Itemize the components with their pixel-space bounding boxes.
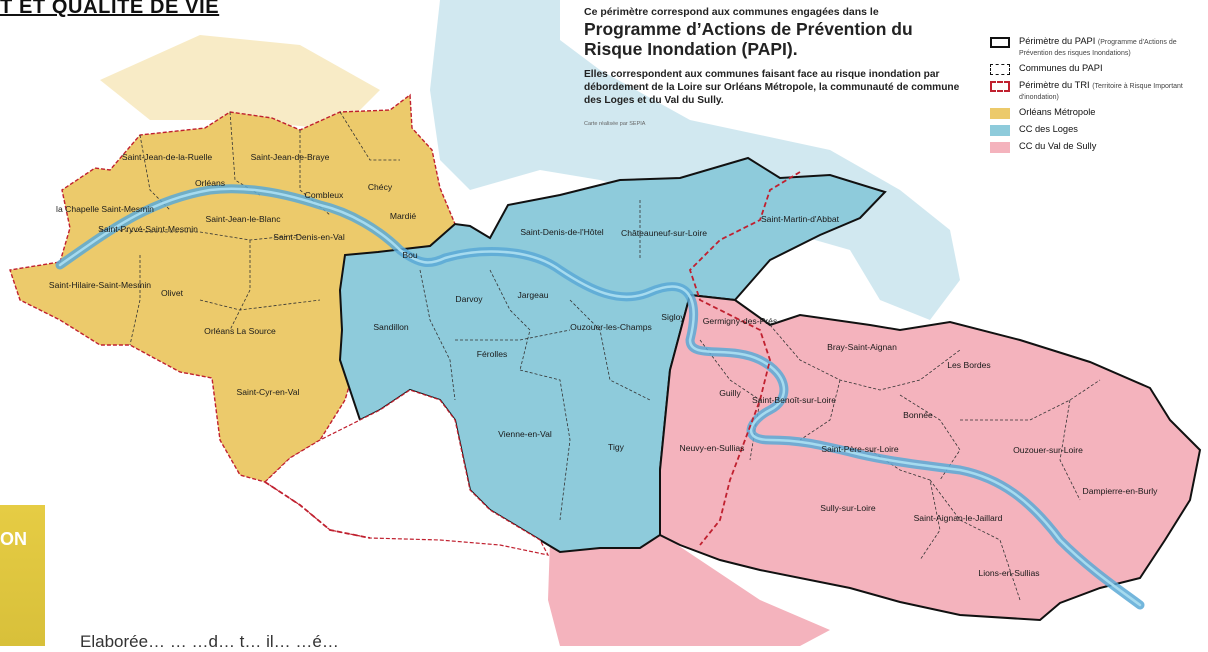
label-ouzouer-sur-loire: Ouzouer-sur-Loire [1013, 445, 1083, 455]
legend-label: Communes du PAPI [1019, 63, 1103, 73]
intro-line: Ce périmètre correspond aux communes eng… [584, 6, 879, 18]
label-saint-benoit: Saint-Benoît-sur-Loire [752, 395, 836, 405]
sully-extension [548, 520, 830, 646]
legend-item-papi: Périmètre du PAPI (Programme d'Actions d… [990, 36, 1202, 58]
label-sandillon: Sandillon [373, 322, 409, 332]
label-dampierre: Dampierre-en-Burly [1083, 486, 1159, 496]
legend-sub: (Programme d'Actions de Prévention des r… [1019, 39, 1177, 57]
label-saint-denis-en-val: Saint-Denis-en-Val [273, 232, 345, 242]
legend-item-loges: CC des Loges [990, 124, 1202, 136]
label-orleans: Orléans [195, 178, 225, 188]
tri-swatch [990, 81, 1010, 92]
legend-label: Périmètre du PAPI [1019, 36, 1096, 46]
legend-label: CC des Loges [1019, 124, 1078, 134]
loire-river-highlight [58, 187, 1142, 607]
legend-label: Orléans Métropole [1019, 107, 1096, 117]
map-credit: Carte réalisée par SEPIA [584, 121, 646, 127]
legend-item-sully: CC du Val de Sully [990, 141, 1202, 153]
communes-swatch [990, 64, 1010, 75]
legend-sub: (Territoire à Risque Important d'inondat… [1019, 83, 1183, 101]
label-saint-cyr-en-val: Saint-Cyr-en-Val [237, 387, 300, 397]
label-lions-en-sullias: Lions-en-Sullias [978, 568, 1039, 578]
label-combleux: Combleux [305, 190, 344, 200]
label-bonnee: Bonnée [903, 410, 933, 420]
label-saint-jean-le-blanc: Saint-Jean-le-Blanc [206, 214, 282, 224]
label-darvoy: Darvoy [455, 294, 483, 304]
papi-swatch [990, 37, 1010, 48]
commune-labels: Saint-Jean-de-la-Ruelle Orléans Saint-Je… [49, 152, 1158, 578]
label-olivet: Olivet [161, 288, 184, 298]
metropole-halo [100, 35, 380, 130]
legend-item-tri: Périmètre du TRI (Territoire à Risque Im… [990, 80, 1202, 102]
sully-swatch [990, 142, 1010, 153]
label-mardie: Mardié [390, 211, 416, 221]
legend-label: CC du Val de Sully [1019, 141, 1097, 151]
intro-description: Elles correspondent aux communes faisant… [584, 69, 960, 106]
page-heading: T ET QUALITE DE VIE [0, 0, 220, 18]
label-saint-martin-dabbat: Saint-Martin-d'Abbat [761, 214, 840, 224]
label-checy: Chécy [368, 182, 393, 192]
legend-label: Périmètre du TRI [1019, 80, 1090, 90]
label-part: Saint-Jean-de-la-Ruelle [122, 152, 213, 162]
bottom-text: Elaborée… … …d… t… il… …é… [80, 632, 339, 651]
label-sully-sur-loire: Sully-sur-Loire [820, 503, 876, 513]
side-badge: ON [0, 505, 45, 646]
label-saint-pryve: Saint-Pryvé-Saint-Mesmin [98, 224, 198, 234]
label-ouzouer-les-champs: Ouzouer-les-Champs [570, 322, 652, 332]
label-sigloy: Sigloy [661, 312, 685, 322]
zone-orleans-metropole [9, 93, 456, 483]
label-saint-hilaire: Saint-Hilaire-Saint-Mesmin [49, 280, 151, 290]
intro-title: Programme d’Actions de Prévention du Ris… [584, 19, 913, 59]
label-saint-jean-de-la-ruelle: Saint-Jean-de-la-Ruelle [122, 152, 213, 162]
tri-perimeter-line [688, 171, 801, 546]
label-orleans-la-source: Orléans La Source [204, 326, 276, 336]
loges-swatch [990, 125, 1010, 136]
metropole-swatch [990, 108, 1010, 119]
label-ferolles: Férolles [477, 349, 508, 359]
label-les-bordes: Les Bordes [947, 360, 990, 370]
map-legend: Périmètre du PAPI (Programme d'Actions d… [990, 36, 1202, 158]
label-bray-saint-aignan: Bray-Saint-Aignan [827, 342, 897, 352]
label-jargeau: Jargeau [517, 290, 548, 300]
label-saint-denis-de-lhotel: Saint-Denis-de-l'Hôtel [520, 227, 603, 237]
label-guilly: Guilly [719, 388, 741, 398]
zone-cc-val-de-sully [659, 293, 1202, 622]
map-intro: Ce périmètre correspond aux communes eng… [584, 6, 974, 127]
legend-item-communes: Communes du PAPI [990, 63, 1202, 75]
label-saint-jean-de-braye: Saint-Jean-de-Braye [251, 152, 330, 162]
label-vienne-en-val: Vienne-en-Val [498, 429, 552, 439]
label-bou: Bou [402, 250, 418, 260]
tri-perimeter-south [264, 481, 371, 539]
label-saint-aignan-le-jaillard: Saint-Aignan-le-Jaillard [914, 513, 1003, 523]
label-germigny: Germigny-des-Prés [703, 316, 778, 326]
label-chateauneuf: Châteauneuf-sur-Loire [621, 228, 707, 238]
label-tigy: Tigy [608, 442, 625, 452]
label-neuvy: Neuvy-en-Sullias [680, 443, 745, 453]
legend-item-metropole: Orléans Métropole [990, 107, 1202, 119]
side-badge-text: ON [0, 529, 27, 549]
water-background [430, 0, 960, 320]
label-la-chapelle: la Chapelle Saint-Mesmin [56, 204, 154, 214]
label-saint-pere: Saint-Père-sur-Loire [821, 444, 899, 454]
